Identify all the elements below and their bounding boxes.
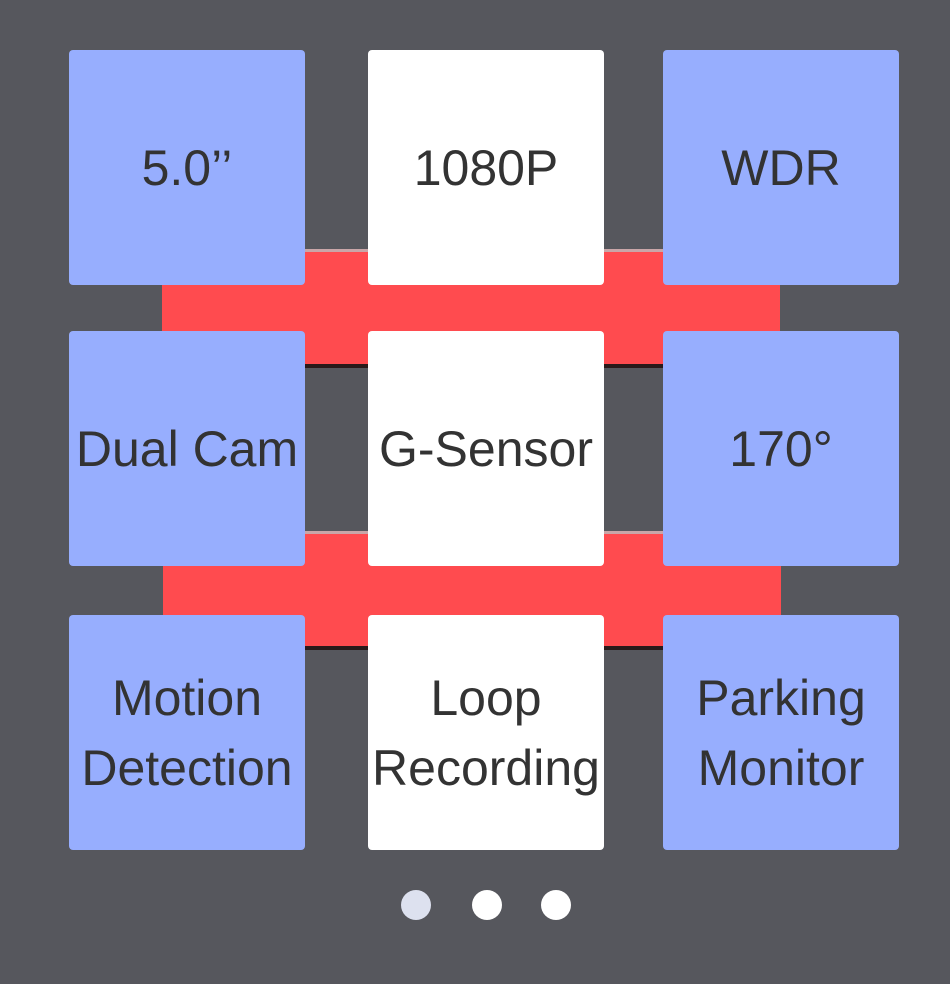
- feature-tile-g-sensor[interactable]: G-Sensor: [368, 331, 604, 566]
- feature-tile-dual-cam[interactable]: Dual Cam: [69, 331, 305, 566]
- pagination-dot-2[interactable]: [472, 890, 502, 920]
- feature-tile-resolution[interactable]: 1080P: [368, 50, 604, 285]
- feature-tile-screen-size[interactable]: 5.0’’: [69, 50, 305, 285]
- feature-tile-motion-detection[interactable]: Motion Detection: [69, 615, 305, 850]
- feature-tile-loop-recording[interactable]: Loop Recording: [368, 615, 604, 850]
- pagination-dot-1[interactable]: [401, 890, 431, 920]
- feature-tile-parking-monitor[interactable]: Parking Monitor: [663, 615, 899, 850]
- pagination-dot-3[interactable]: [541, 890, 571, 920]
- feature-tile-view-angle[interactable]: 170°: [663, 331, 899, 566]
- feature-tile-wdr[interactable]: WDR: [663, 50, 899, 285]
